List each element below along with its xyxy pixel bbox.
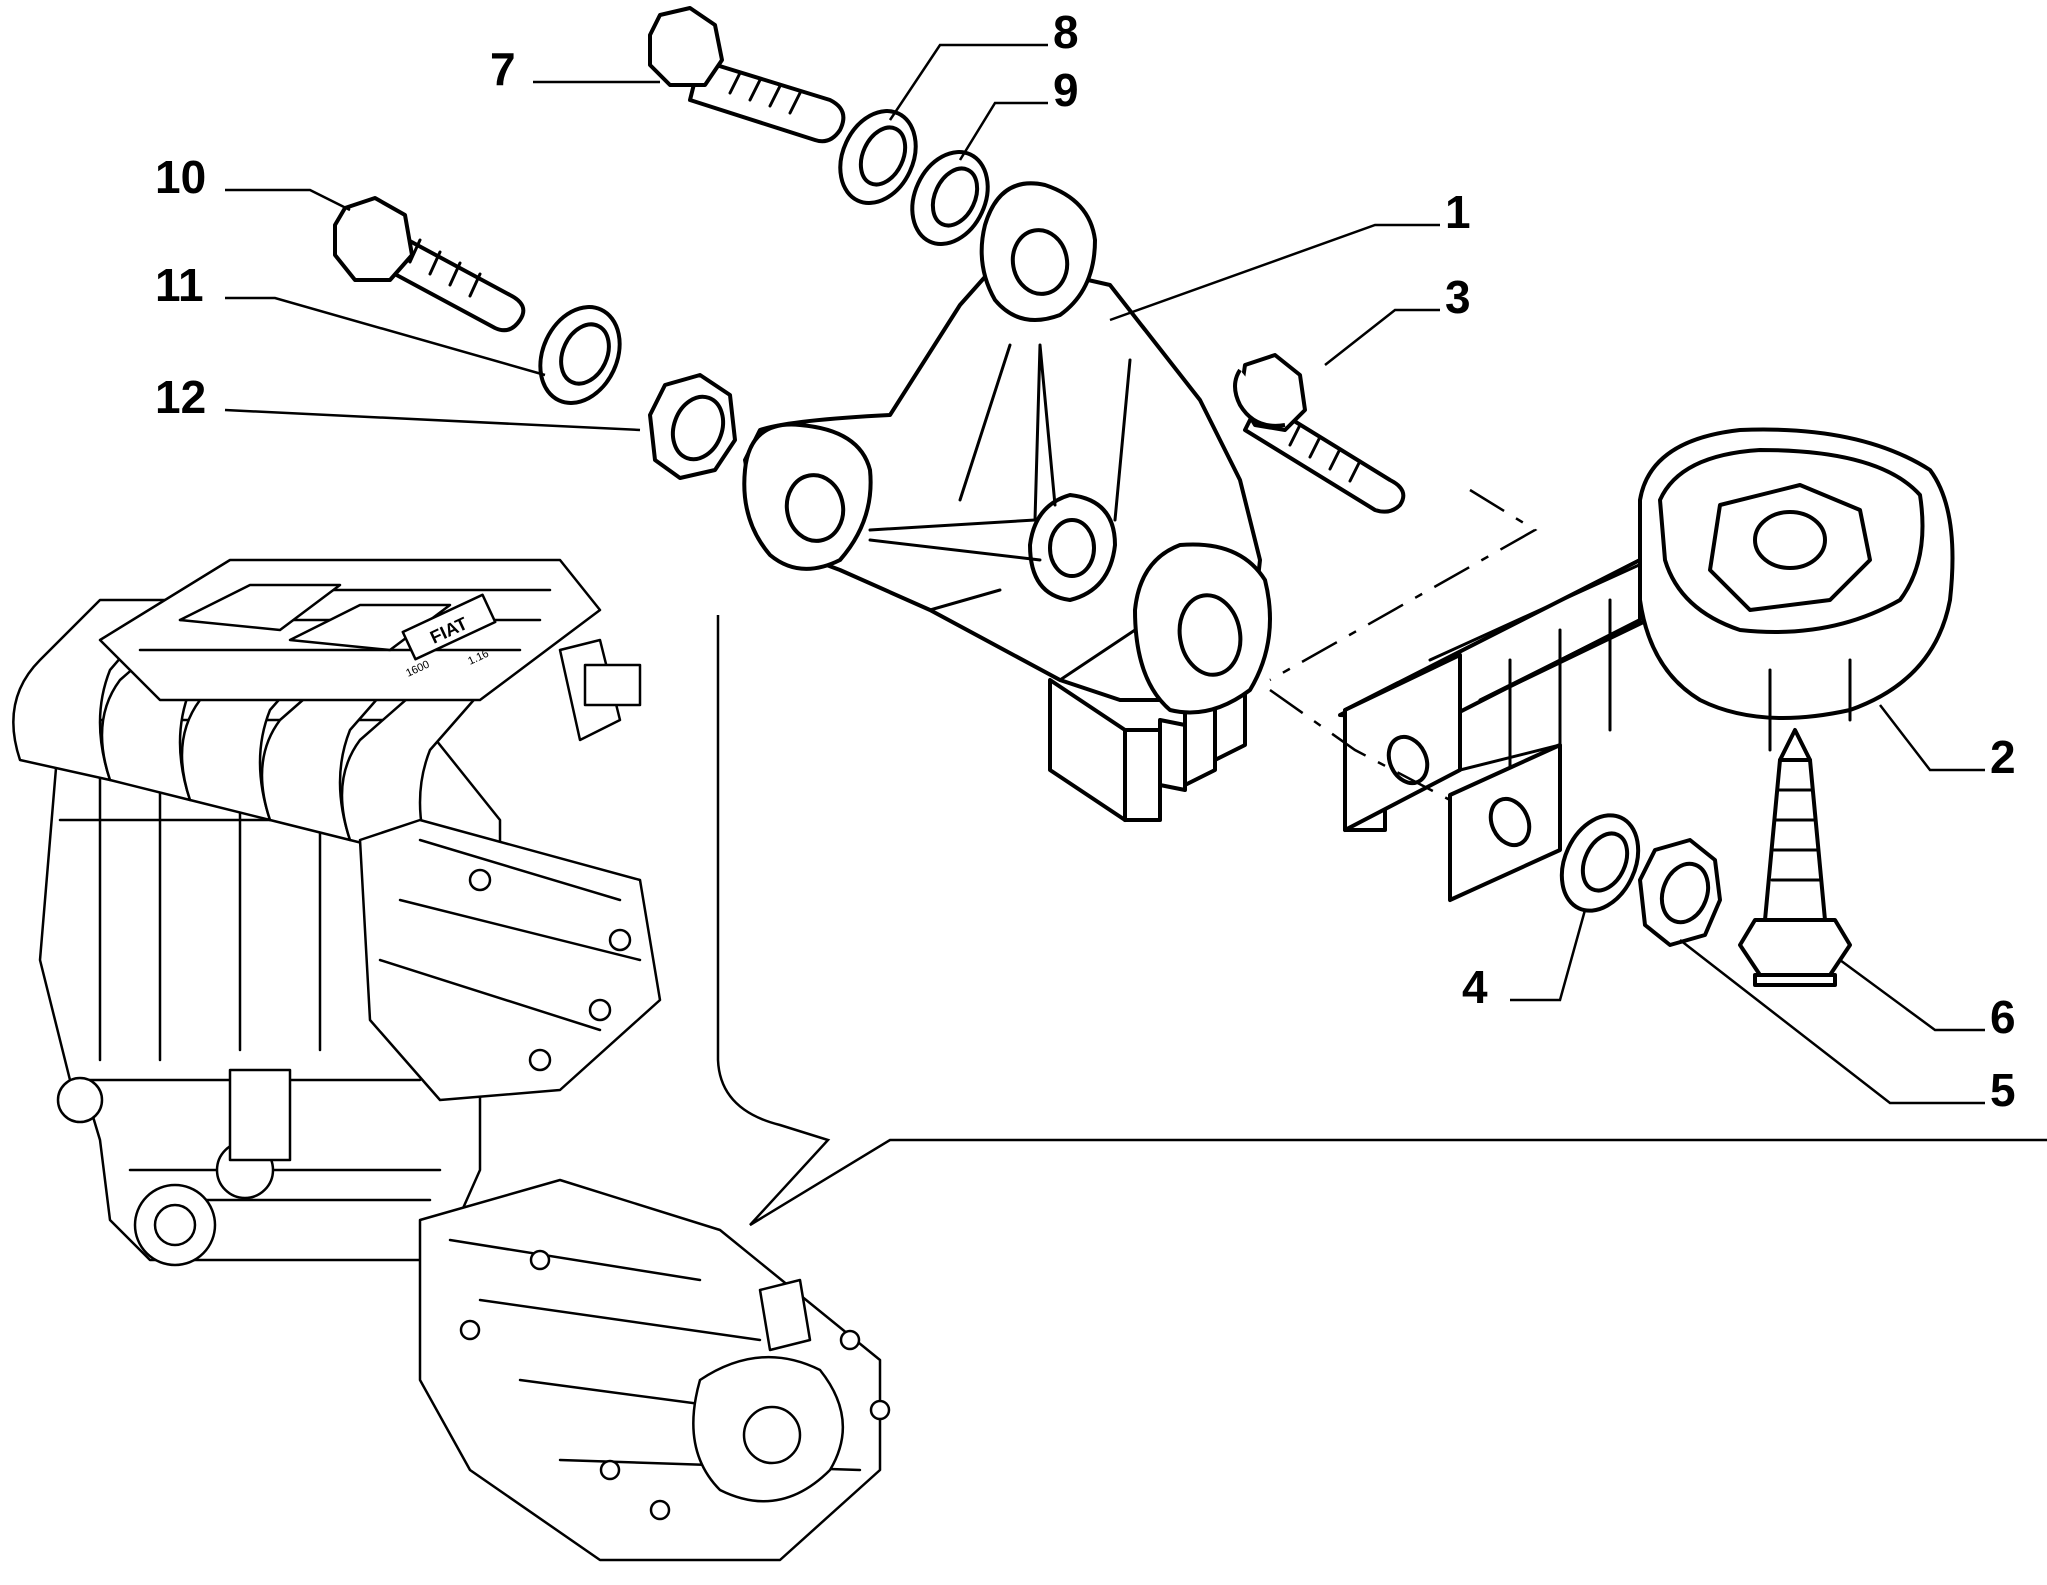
engine-mount-bracket xyxy=(742,181,1272,822)
callout-numbers: 1 2 3 4 5 6 7 8 9 10 11 12 xyxy=(155,6,2016,1116)
callout-12: 12 xyxy=(155,371,206,423)
washer-4 xyxy=(1559,813,1641,913)
callout-8: 8 xyxy=(1053,6,1079,58)
engine-badge: FIAT 1.16 1600 xyxy=(401,593,497,680)
engine-assembly-illustration: FIAT 1.16 1600 xyxy=(12,558,891,1562)
assembly-axis-3 xyxy=(1269,488,1538,682)
bolt-6 xyxy=(1738,728,1852,987)
callout-6: 6 xyxy=(1990,991,2016,1043)
bolt-7 xyxy=(648,6,846,144)
callout-9: 9 xyxy=(1053,64,1079,116)
washer-9 xyxy=(910,150,990,246)
callout-11: 11 xyxy=(155,259,204,311)
bolt-3 xyxy=(1233,353,1406,514)
nut-5 xyxy=(1638,838,1722,947)
callout-1: 1 xyxy=(1445,186,1471,238)
callout-4: 4 xyxy=(1462,961,1488,1013)
callout-10: 10 xyxy=(155,151,206,203)
washer-11 xyxy=(538,305,622,405)
washer-8 xyxy=(838,109,918,205)
callout-7: 7 xyxy=(490,43,516,95)
callout-3: 3 xyxy=(1445,271,1471,323)
nut-12 xyxy=(648,373,737,480)
bolt-10 xyxy=(333,196,526,333)
callout-2: 2 xyxy=(1990,731,2016,783)
callout-5: 5 xyxy=(1990,1064,2016,1116)
assembly-axis-2 xyxy=(1269,688,1451,802)
torque-rod-mount xyxy=(1338,427,1955,902)
detail-balloon-outline xyxy=(716,615,2047,1227)
leader-lines xyxy=(224,43,1985,1105)
